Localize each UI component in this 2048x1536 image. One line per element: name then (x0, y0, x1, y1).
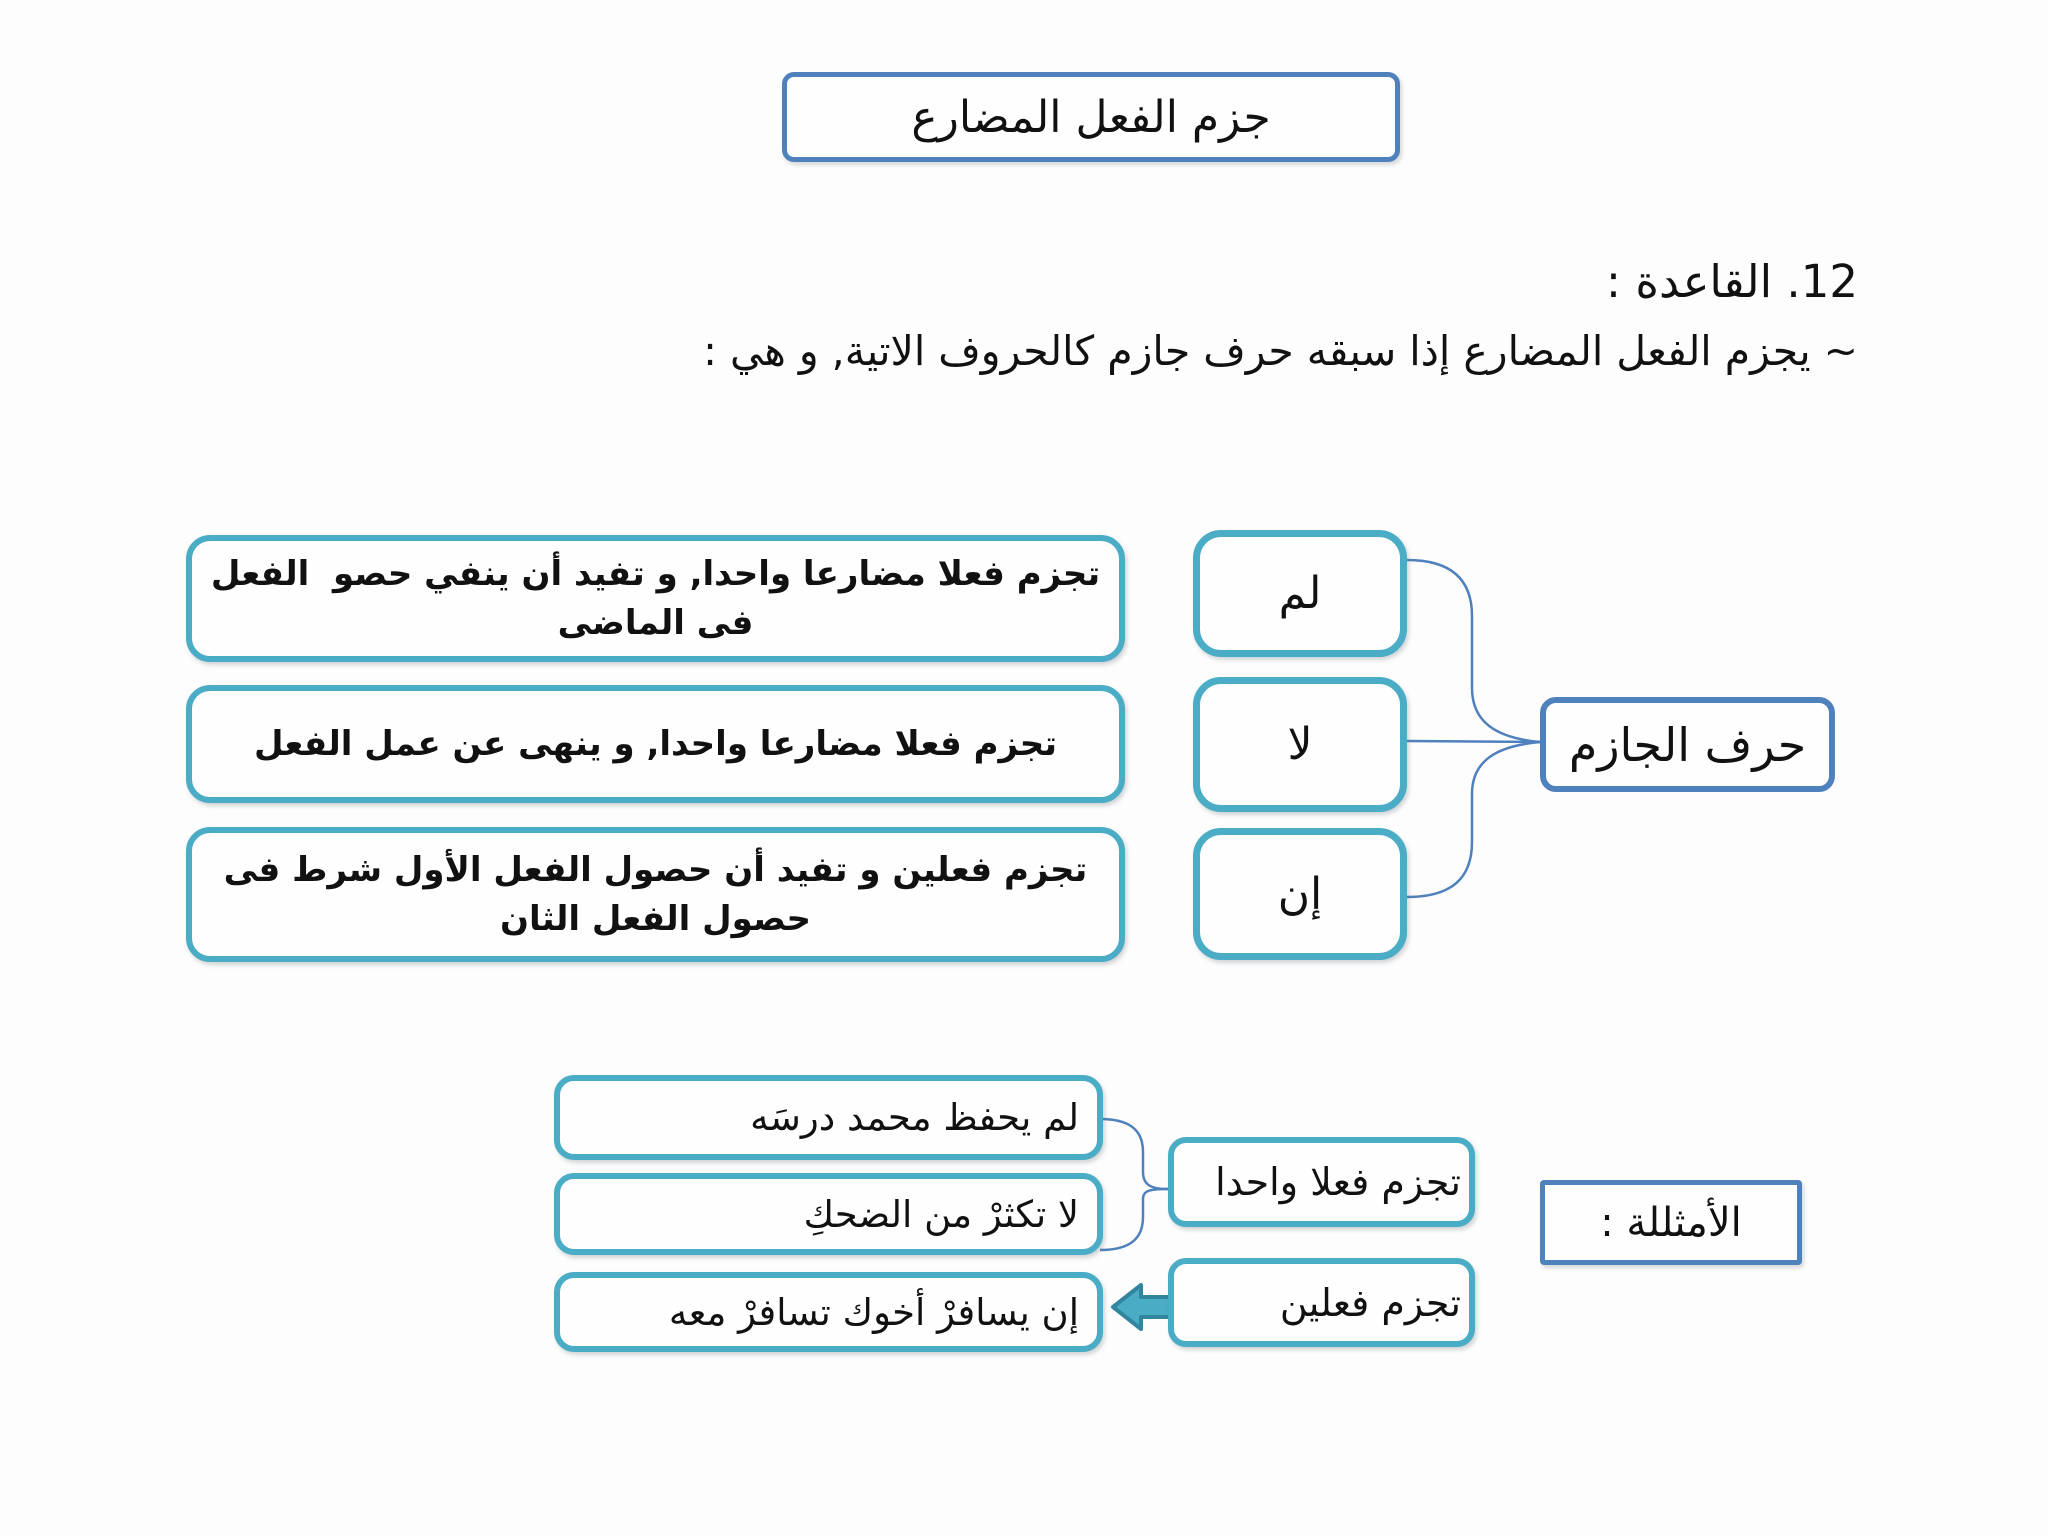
jazim-root-box: حرف الجازم (1540, 697, 1835, 792)
jazim-root-label: حرف الجازم (1568, 717, 1807, 772)
title-box: جزم الفعل المضارع (782, 72, 1400, 162)
particle-description-la: تجزم فعلا مضارعا واحدا, و ينهى عن عمل ال… (186, 685, 1125, 803)
group-box-one-verb: تجزم فعلا واحدا (1168, 1137, 1475, 1227)
page-title: جزم الفعل المضارع (911, 91, 1271, 143)
example-box-in: إن يسافرْ أخوك تسافرْ معه (554, 1272, 1103, 1352)
examples-brace-connector (1099, 1117, 1169, 1252)
examples-root-label: الأمثللة : (1600, 1199, 1742, 1246)
description-text: تجزم فعلين و تفيد أن حصول الفعل الأول شر… (211, 850, 1088, 939)
group-label: تجزم فعلا واحدا (1215, 1160, 1461, 1204)
particle-label: لا (1287, 719, 1313, 770)
description-text: تجزم فعلا مضارعا واحدا, و ينهى عن عمل ال… (254, 723, 1057, 764)
rule-heading: 12. القاعدة : (1605, 255, 1858, 308)
example-text: إن يسافرْ أخوك تسافرْ معه (668, 1290, 1079, 1334)
particle-box-la: لا (1193, 677, 1407, 812)
group-label: تجزم فعلين (1279, 1280, 1461, 1325)
example-box-la: لا تكثرْ من الضحكِ (554, 1173, 1103, 1255)
examples-root-box: الأمثللة : (1540, 1180, 1802, 1265)
particle-label: إن (1277, 868, 1323, 920)
particle-box-in: إن (1193, 828, 1407, 960)
group-box-two-verbs: تجزم فعلين (1168, 1258, 1475, 1347)
jazim-brace-connector (1406, 558, 1541, 899)
example-text: لم يحفظ محمد درسَه (750, 1096, 1079, 1139)
particle-description-lam: تجزم فعلا مضارعا واحدا, و تفيد أن ينفي ح… (186, 535, 1125, 662)
particle-description-in: تجزم فعلين و تفيد أن حصول الفعل الأول شر… (186, 827, 1125, 962)
particle-label: لم (1278, 568, 1322, 619)
particle-box-lam: لم (1193, 530, 1407, 657)
rule-body: ~ يجزم الفعل المضارع إذا سبقه حرف جازم ك… (703, 327, 1858, 375)
example-text: لا تكثرْ من الضحكِ (803, 1192, 1079, 1236)
description-text: تجزم فعلا مضارعا واحدا, و تفيد أن ينفي ح… (199, 554, 1101, 643)
example-box-lam: لم يحفظ محمد درسَه (554, 1075, 1103, 1160)
